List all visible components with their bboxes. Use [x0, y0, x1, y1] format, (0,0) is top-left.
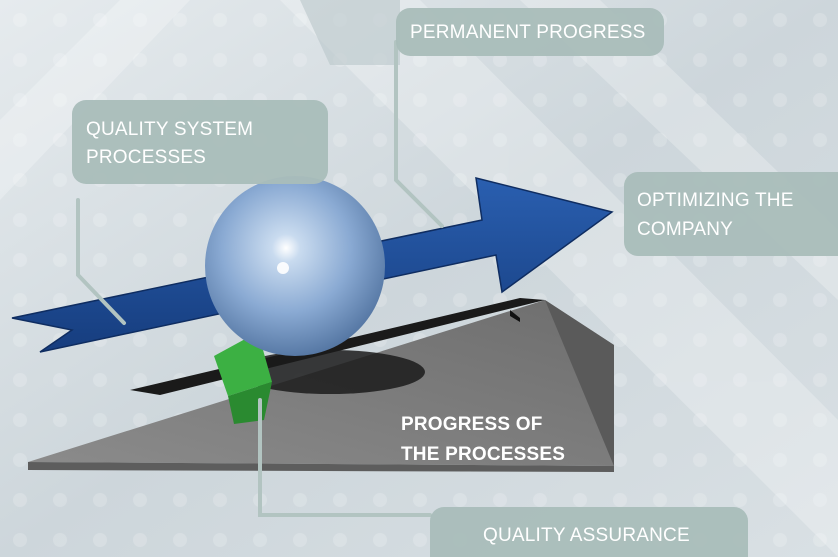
optimizing-box [624, 172, 838, 256]
quality-system-label-line1: QUALITY SYSTEM [86, 119, 254, 140]
quality-system-label-line2: PROCESSES [86, 147, 207, 168]
permanent-progress-box [396, 8, 664, 56]
optimizing-label-line2: COMPANY [637, 219, 734, 240]
faint-top-arrow [300, 0, 400, 65]
quality-assurance-label: QUALITY ASSURANCE [483, 525, 690, 546]
quality-system-box [72, 100, 328, 184]
sphere [205, 176, 385, 356]
quality-assurance-box [430, 507, 748, 557]
progress-processes-line1: PROGRESS OF [401, 414, 543, 435]
optimizing-label-line1: OPTIMIZING THE [637, 190, 794, 211]
progress-processes-line2: THE PROCESSES [401, 444, 566, 465]
permanent-progress-label: PERMANENT PROGRESS [410, 22, 646, 43]
connector-lines [76, 40, 444, 517]
sphere-highlight [277, 262, 289, 274]
sphere-shadow [235, 350, 425, 394]
